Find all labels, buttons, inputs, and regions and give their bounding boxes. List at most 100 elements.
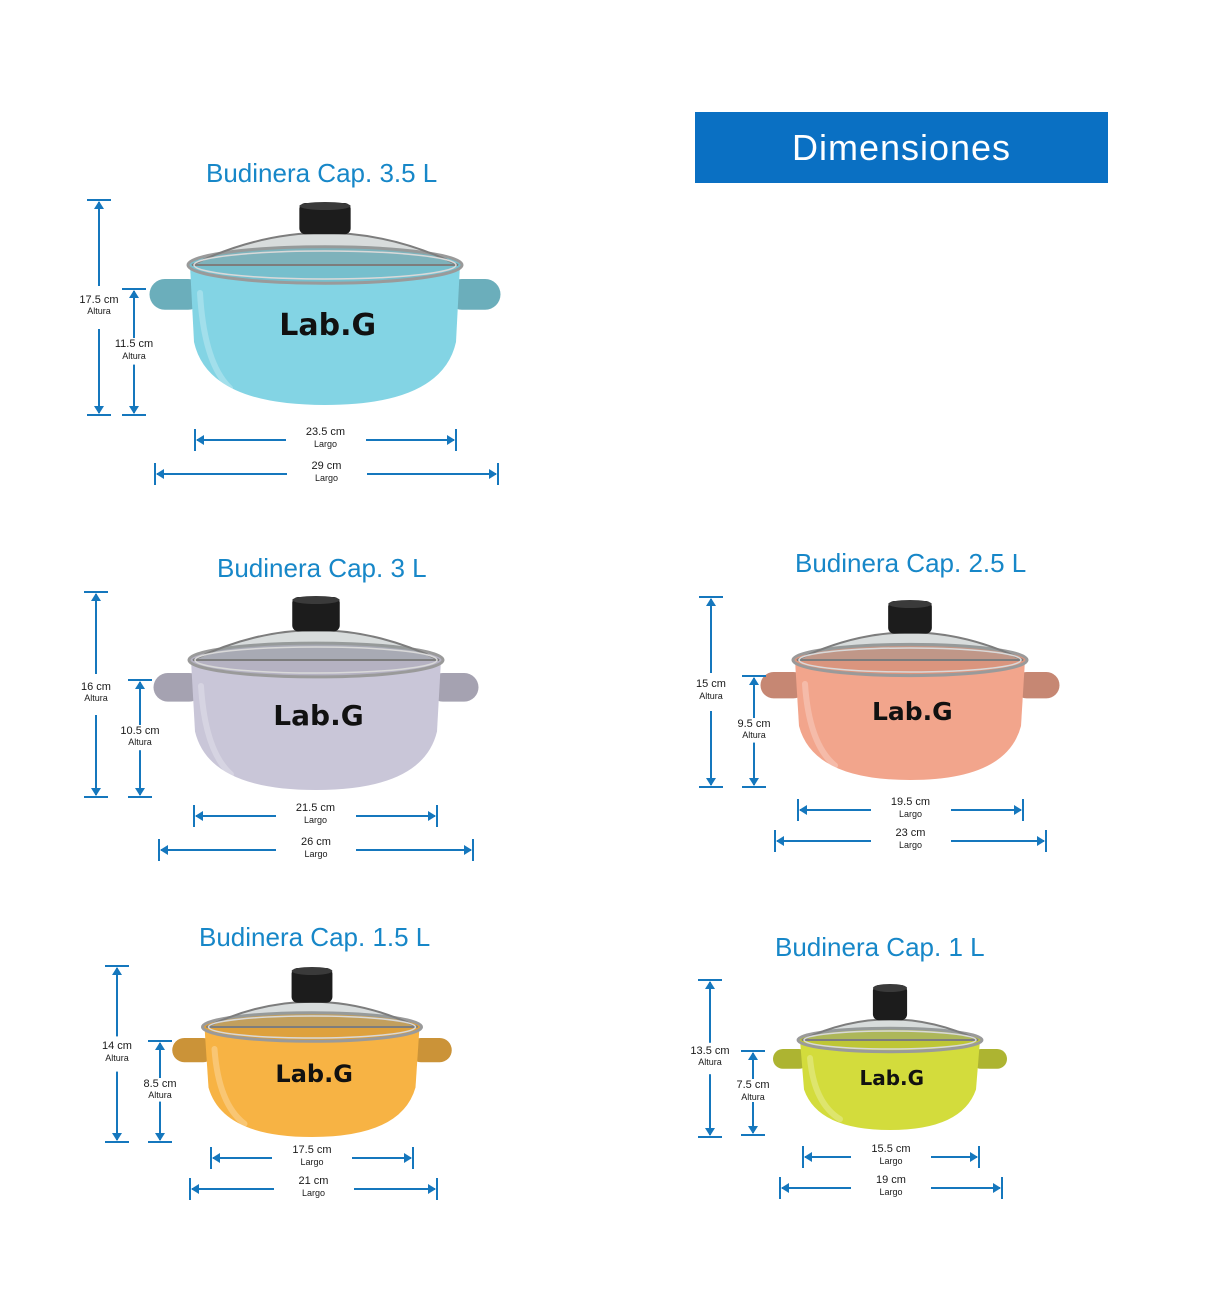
brand-logo: Lab.G <box>872 697 953 726</box>
dim-value: 11.5 cm <box>114 338 154 350</box>
arrow-head-left <box>195 811 203 821</box>
arrow-head-up <box>135 681 145 689</box>
body-highlight <box>197 290 233 392</box>
arrow-head-right <box>428 811 436 821</box>
dim-value: 21 cm <box>298 1175 329 1187</box>
lid-edge <box>207 1015 417 1039</box>
dim-value: 29 cm <box>311 460 342 472</box>
dim-caption: Altura <box>148 1090 172 1101</box>
lid-edge <box>193 250 457 280</box>
arrow-head-left <box>781 1183 789 1193</box>
dim-value: 16 cm <box>81 680 111 693</box>
lid-knob <box>292 597 340 632</box>
pot-rim <box>187 641 445 679</box>
arrow-head-left <box>776 836 784 846</box>
arrow-head-right <box>489 469 497 479</box>
pot-body <box>204 1027 420 1137</box>
dim-value: 15 cm <box>696 678 726 690</box>
left-handle <box>760 672 807 699</box>
left-handle <box>153 673 204 702</box>
body-highlight <box>807 1055 843 1123</box>
pot-title: Budinera Cap. 3 L <box>217 553 427 583</box>
pot-title: Budinera Cap. 3.5 L <box>206 158 438 188</box>
arrow-head-down <box>112 1133 122 1141</box>
dim-value: 13.5 cm <box>690 1044 730 1057</box>
lid-knob <box>872 985 908 1021</box>
arrow-head-up <box>155 1042 165 1050</box>
dim-caption: Altura <box>698 1057 722 1068</box>
dim-caption: Altura <box>742 730 766 741</box>
dim-value: 21.5 cm <box>295 802 336 814</box>
right-handle <box>971 1049 1007 1069</box>
pot-title: Budinera Cap. 2.5 L <box>795 548 1027 578</box>
glass-lid <box>801 1018 979 1041</box>
knob-top <box>299 202 351 210</box>
dimensions-banner: Dimensiones <box>695 112 1108 183</box>
arrow-head-left <box>160 845 168 855</box>
pot-body <box>795 660 1025 780</box>
arrow-head-down <box>155 1133 165 1141</box>
dim-value: 19.5 cm <box>890 796 931 808</box>
pot-title: Budinera Cap. 1 L <box>775 932 985 962</box>
arrow-head-right <box>993 1183 1001 1193</box>
dim-caption: Altura <box>741 1091 765 1102</box>
arrow-head-left <box>191 1184 199 1194</box>
arrow-head-up <box>112 967 122 975</box>
arrow-head-up <box>706 598 716 606</box>
arrow-head-down <box>749 778 759 786</box>
arrow-head-left <box>196 435 204 445</box>
dim-caption: Altura <box>87 306 111 317</box>
dim-caption: Altura <box>128 737 152 748</box>
body-highlight <box>198 683 234 778</box>
arrow-head-right <box>1037 836 1045 846</box>
lid-knob <box>291 968 333 1003</box>
dim-caption: Largo <box>898 808 923 819</box>
dim-value: 15.5 cm <box>871 1143 911 1155</box>
pot-body <box>191 660 441 790</box>
arrow-head-down <box>135 788 145 796</box>
arrow-head-left <box>156 469 164 479</box>
arrow-head-up <box>129 290 139 298</box>
arrow-head-down <box>748 1126 758 1134</box>
pot-rim <box>186 245 464 285</box>
dim-caption: Altura <box>699 690 723 701</box>
dim-value: 17.5 cm <box>292 1144 332 1156</box>
pot-title: Budinera Cap. 1.5 L <box>199 922 431 952</box>
dim-caption: Largo <box>301 1187 326 1198</box>
right-handle <box>446 279 501 310</box>
arrow-head-down <box>705 1128 715 1136</box>
pot-body <box>800 1040 980 1130</box>
dim-caption: Largo <box>879 1155 903 1166</box>
dim-value: 10.5 cm <box>120 724 160 737</box>
lid-edge <box>798 647 1022 673</box>
dim-caption: Largo <box>314 472 339 483</box>
glass-lid <box>796 631 1024 661</box>
dim-caption: Altura <box>105 1052 129 1063</box>
knob-top <box>888 600 932 608</box>
dim-value: 23 cm <box>895 827 926 839</box>
banner-title: Dimensiones <box>791 126 1012 168</box>
knob-top <box>291 967 333 975</box>
arrow-head-down <box>706 778 716 786</box>
brand-logo: Lab.G <box>275 1060 352 1088</box>
pot-body <box>190 265 460 405</box>
dim-caption: Largo <box>879 1186 903 1197</box>
brand-logo: Lab.G <box>279 308 376 343</box>
pot-rim <box>201 1011 423 1043</box>
pot-rim <box>791 642 1029 678</box>
